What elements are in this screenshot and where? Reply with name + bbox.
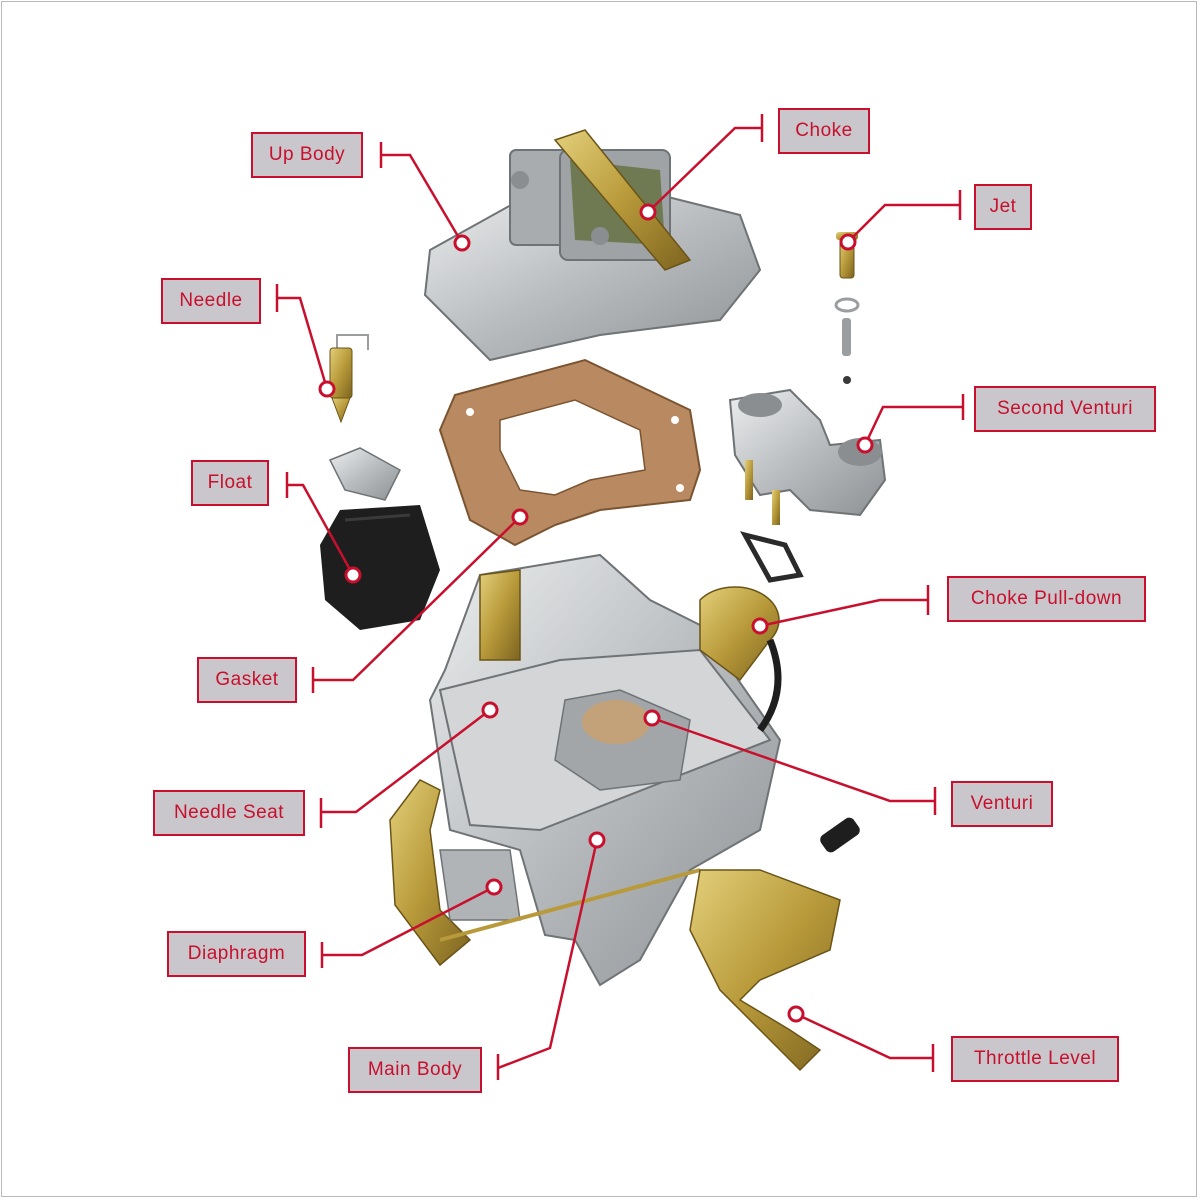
needle-part xyxy=(329,334,369,424)
second-venturi-part xyxy=(728,388,887,583)
label-needle: Needle xyxy=(161,278,261,324)
main-body-part xyxy=(389,553,860,1072)
label-jet: Jet xyxy=(974,184,1032,230)
label-float: Float xyxy=(191,460,269,506)
label-up-body: Up Body xyxy=(251,132,363,178)
pointer-dots xyxy=(318,203,874,1023)
gasket-part xyxy=(438,358,702,547)
label-choke-pull-down: Choke Pull-down xyxy=(947,576,1146,622)
up-body-part xyxy=(423,129,762,362)
label-throttle-level: Throttle Level xyxy=(951,1036,1119,1082)
label-needle-seat: Needle Seat xyxy=(153,790,305,836)
label-main-body: Main Body xyxy=(348,1047,482,1093)
label-gasket: Gasket xyxy=(197,657,297,703)
label-diaphragm: Diaphragm xyxy=(167,931,306,977)
label-choke: Choke xyxy=(778,108,870,154)
leader-lines xyxy=(275,114,965,1080)
jet-part xyxy=(834,232,860,384)
float-part xyxy=(320,447,440,630)
label-venturi: Venturi xyxy=(951,781,1053,827)
label-second-venturi: Second Venturi xyxy=(974,386,1156,432)
